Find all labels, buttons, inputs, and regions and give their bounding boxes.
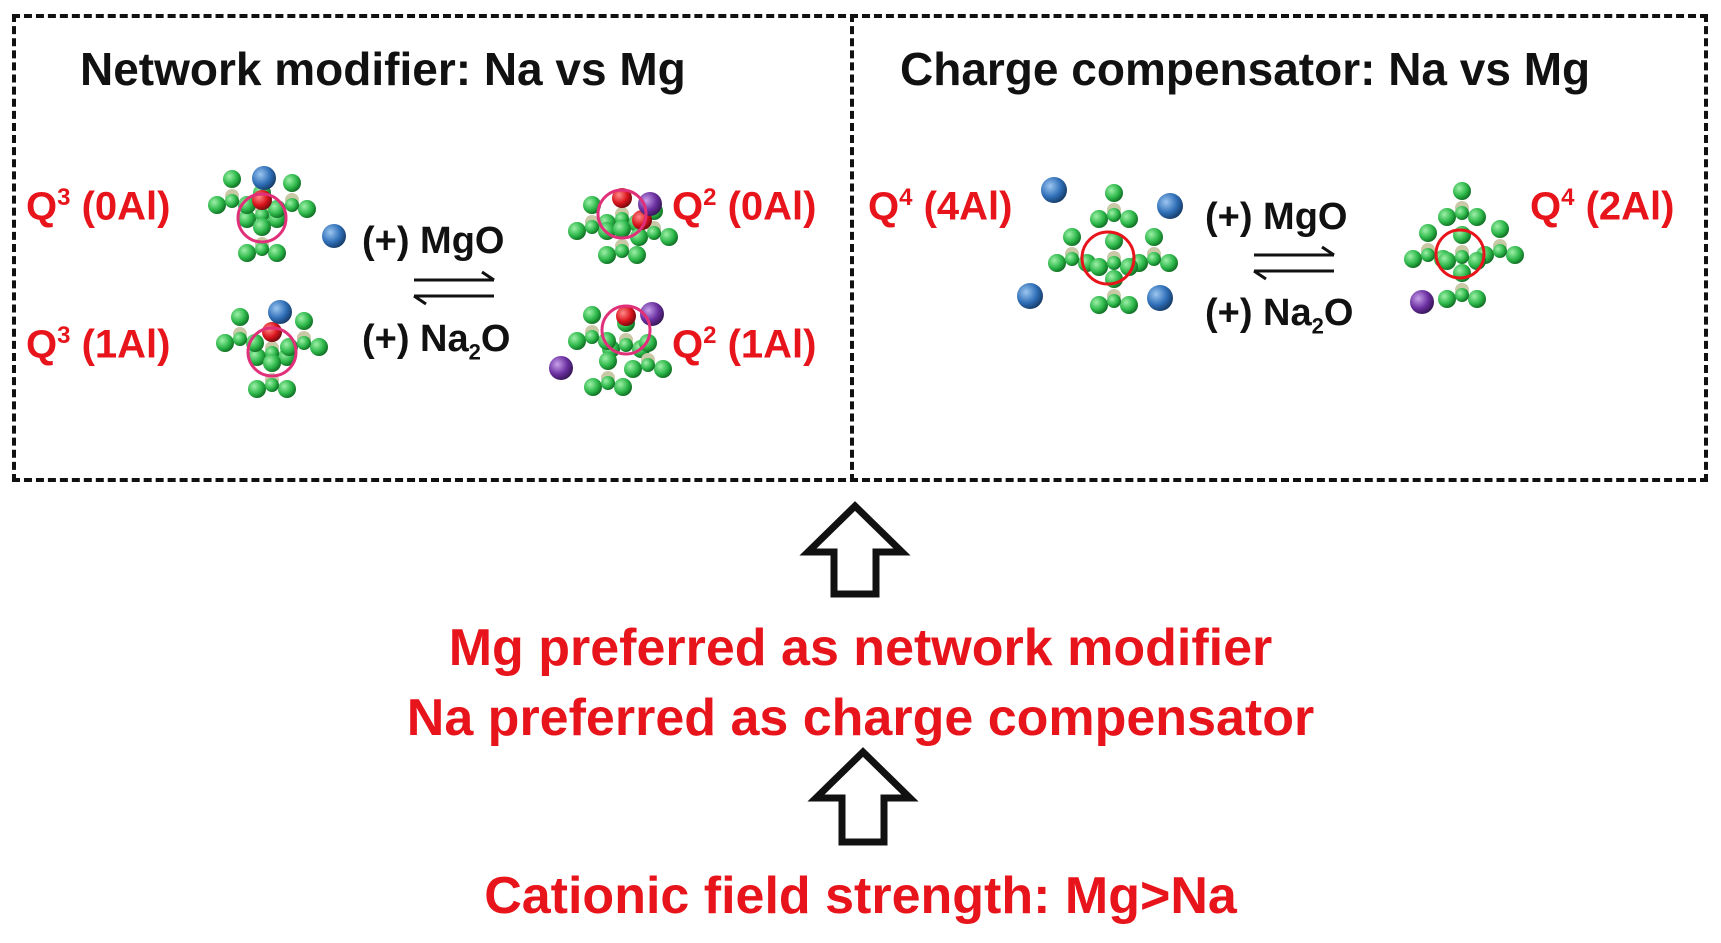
sodium-ion [1147,285,1173,311]
sodium-ion [1041,177,1067,203]
left-reverse-label: (+) Na2O [362,318,511,365]
sodium-ion [252,166,276,190]
right-panel-title: Charge compensator: Na vs Mg [900,43,1591,95]
molecule-q3-0al [208,166,346,262]
left-forward-label: (+) MgO [362,220,505,262]
conclusion-line-2: Na preferred as charge compensator [406,689,1315,747]
highlight-ring [1080,230,1136,286]
magnesium-ion [638,192,662,216]
left-equilibrium-arrows [413,270,495,306]
right-forward-label: (+) MgO [1205,196,1348,238]
left-panel-title: Network modifier: Na vs Mg [80,43,686,95]
panel-divider [850,14,854,482]
panel-frame [12,14,1708,482]
label-q4-2al: Q4 (2Al) [1530,184,1675,229]
molecule-q4-2al [1404,182,1524,314]
magnesium-ion [549,356,573,380]
molecule-q3-1al [216,300,328,398]
sodium-ion [322,224,346,248]
sodium-ion [268,300,292,324]
label-q2-0al: Q2 (0Al) [672,184,817,229]
conclusion-basis: Cationic field strength: Mg>Na [484,867,1237,925]
label-q4-4al: Q4 (4Al) [868,184,1013,229]
highlight-ring [600,304,652,356]
molecule-q4-4al [1017,177,1183,314]
right-equilibrium-arrows [1253,245,1335,281]
up-arrow-icon [807,747,919,846]
highlight-ring [1434,228,1486,280]
highlight-ring [596,188,648,240]
right-reverse-label: (+) Na2O [1205,292,1354,339]
highlight-ring [246,326,298,378]
conclusion-line-1: Mg preferred as network modifier [448,619,1273,677]
sodium-ion [1157,193,1183,219]
up-arrow-icon [799,501,911,598]
molecule-q2-1al [549,302,672,396]
molecule-q2-0al [568,188,678,264]
sodium-ion [1017,283,1043,309]
highlight-ring [236,192,288,244]
magnesium-ion [1410,290,1434,314]
magnesium-ion [640,302,664,326]
label-q2-1al: Q2 (1Al) [672,322,817,367]
label-q3-0al: Q3 (0Al) [26,184,171,229]
label-q3-1al: Q3 (1Al) [26,322,171,367]
